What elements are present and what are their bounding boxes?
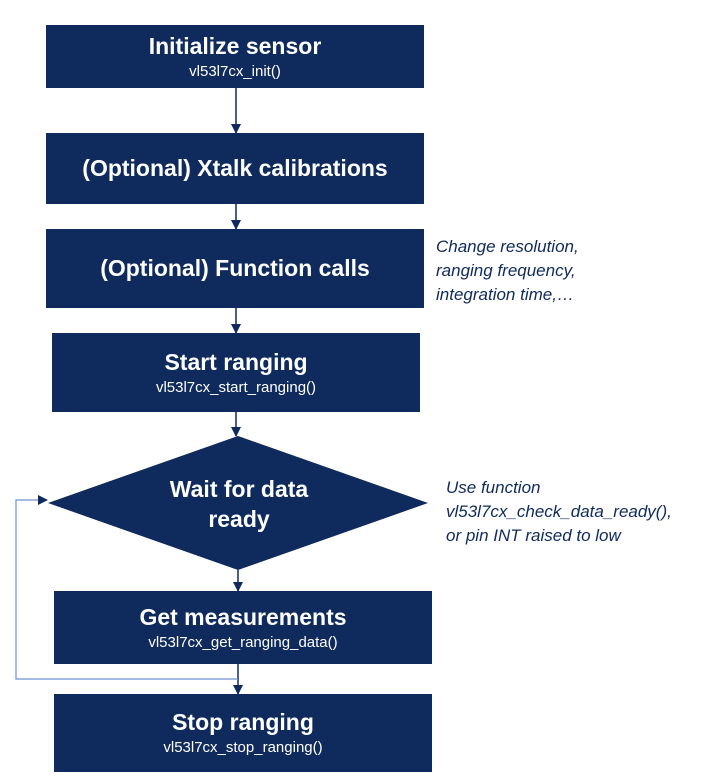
step-stop-ranging: Stop ranging vl53l7cx_stop_ranging() bbox=[54, 694, 432, 772]
step-xtalk-calibrations: (Optional) Xtalk calibrations bbox=[46, 133, 424, 204]
step-function: vl53l7cx_init() bbox=[189, 62, 281, 80]
note-line: or pin INT raised to low bbox=[446, 526, 621, 545]
step-function: vl53l7cx_stop_ranging() bbox=[163, 739, 323, 756]
step-title: (Optional) Xtalk calibrations bbox=[82, 155, 388, 181]
step-initialize-sensor: Initialize sensor vl53l7cx_init() bbox=[46, 25, 424, 88]
step-title: (Optional) Function calls bbox=[100, 255, 370, 281]
wait-for-data-diamond bbox=[48, 436, 428, 570]
note-line: ranging frequency, bbox=[436, 261, 576, 280]
loop-back-line bbox=[15, 499, 238, 680]
step-function: vl53l7cx_get_ranging_data() bbox=[148, 633, 338, 651]
note-line: Change resolution, bbox=[436, 237, 579, 256]
note-line: integration time,… bbox=[436, 285, 574, 304]
step-title: Get measurements bbox=[139, 603, 347, 630]
loop-back-arrowhead bbox=[38, 495, 48, 505]
step-get-measurements: Get measurements vl53l7cx_get_ranging_da… bbox=[54, 591, 432, 664]
step-title: Stop ranging bbox=[172, 709, 314, 735]
wait-title-line2: ready bbox=[208, 506, 270, 532]
step-start-ranging: Start ranging vl53l7cx_start_ranging() bbox=[52, 333, 420, 412]
step-function: vl53l7cx_start_ranging() bbox=[155, 378, 317, 396]
wait-title-line1: Wait for data bbox=[169, 476, 309, 502]
note-line: vl53l7cx_check_data_ready(), bbox=[446, 502, 672, 521]
note-wait-for-data: Use function vl53l7cx_check_data_ready()… bbox=[446, 476, 672, 548]
note-line: Use function bbox=[446, 478, 541, 497]
note-function-calls: Change resolution, ranging frequency, in… bbox=[436, 235, 579, 307]
wait-for-data-label: Wait for data ready bbox=[120, 468, 358, 540]
step-function-calls: (Optional) Function calls bbox=[46, 229, 424, 308]
step-title: Initialize sensor bbox=[148, 32, 322, 59]
step-title: Start ranging bbox=[164, 348, 308, 375]
